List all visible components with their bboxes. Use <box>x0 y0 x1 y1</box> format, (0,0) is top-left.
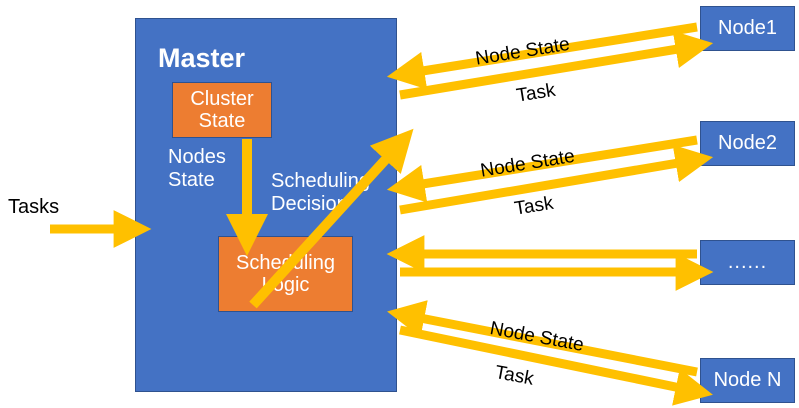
cluster-state-label: Cluster State <box>190 87 254 132</box>
node-label: Node2 <box>718 132 777 155</box>
scheduling-decision-label: Scheduling Decision <box>271 170 370 215</box>
node-box-ellipsis: ...... <box>700 240 795 285</box>
node2-task-caption: Task <box>513 192 555 220</box>
node1-task-caption: Task <box>515 79 557 107</box>
scheduling-logic-box: Scheduling Logic <box>218 236 353 312</box>
nodeN-state-caption: Node State <box>488 318 586 356</box>
node1-state-caption: Node State <box>474 33 572 70</box>
scheduling-logic-label: Scheduling Logic <box>236 251 335 296</box>
node2-state-caption: Node State <box>479 145 577 182</box>
nodes-state-label: Nodes State <box>168 146 226 191</box>
cluster-state-box: Cluster State <box>172 82 272 138</box>
node-label: Node N <box>713 369 782 392</box>
nodeN-task-caption: Task <box>493 362 536 390</box>
node-box-nodeN: Node N <box>700 358 795 403</box>
node-box-node2: Node2 <box>700 121 795 166</box>
tasks-input-label: Tasks <box>8 196 60 218</box>
node-label: Node1 <box>718 17 777 40</box>
node-box-node1: Node1 <box>700 6 795 51</box>
node-label: ...... <box>727 251 768 274</box>
master-title: Master <box>158 43 246 73</box>
